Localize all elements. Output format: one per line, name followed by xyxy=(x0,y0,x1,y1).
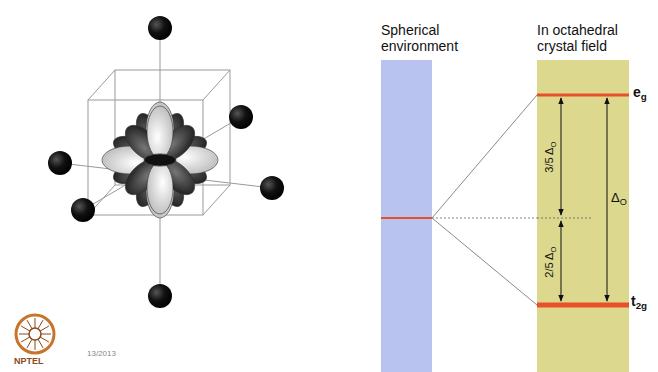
cube-outline xyxy=(88,70,230,215)
delta-o-label-box: ΔO xyxy=(610,190,628,207)
splitting-line xyxy=(432,95,537,218)
reference-dotted-line xyxy=(537,218,592,219)
t2g-level xyxy=(537,303,629,308)
d-orbital-lobes xyxy=(102,102,218,218)
delta-o-label: ΔO xyxy=(610,190,628,205)
energy-gap-arrow xyxy=(607,98,608,301)
logo-spoke xyxy=(40,337,49,342)
logo-spoke xyxy=(41,334,51,335)
orbital-lobe xyxy=(146,162,174,218)
logo-spoke xyxy=(40,326,49,331)
energy-levels xyxy=(381,60,432,372)
ligand-bonds xyxy=(60,28,272,296)
orbital-lobe xyxy=(147,162,173,214)
nptel-logo xyxy=(16,315,54,353)
logo-spoke xyxy=(19,334,29,335)
date-watermark: 13/2013 xyxy=(86,349,117,358)
eg-label: eg xyxy=(632,84,648,100)
orbital-ring xyxy=(144,154,176,166)
logo-spoke xyxy=(38,339,43,348)
date-watermark-box: 13/2013 xyxy=(86,349,117,358)
three-fifths-label: 3/5 ΔO xyxy=(544,140,556,173)
eg-level xyxy=(537,94,629,97)
t2g-label: t2g xyxy=(630,293,648,309)
ligand-spheres xyxy=(48,16,284,308)
logo-spoke xyxy=(38,320,43,329)
logo-spoke xyxy=(27,320,32,329)
orbital-lobe xyxy=(147,106,173,158)
two-fifths-label-box: 2/5 ΔO xyxy=(544,245,558,278)
logo-spoke xyxy=(35,340,36,350)
logo-spoke xyxy=(21,326,30,331)
nptel-text: NPTEL xyxy=(13,356,45,366)
logo-spoke xyxy=(21,337,30,342)
logo-spoke xyxy=(35,318,36,328)
eg-label-box: eg xyxy=(632,84,648,102)
three-fifths-label-box: 3/5 ΔO xyxy=(544,140,558,173)
nptel-text-box: NPTEL xyxy=(13,356,45,366)
energy-gap-arrow xyxy=(561,98,562,215)
octahedral-band: In octahedral crystal field xyxy=(537,60,629,372)
band-heading: In octahedral crystal field xyxy=(537,22,637,54)
spherical-band: Spherical environment xyxy=(381,60,432,372)
degenerate-level xyxy=(381,217,432,219)
band-heading: Spherical environment xyxy=(381,22,481,54)
reference-dotted-line xyxy=(432,218,537,219)
splitting-line xyxy=(432,218,537,305)
energy-gap-arrow xyxy=(561,221,562,301)
two-fifths-label: 2/5 ΔO xyxy=(544,245,556,278)
t2g-label-box: t2g xyxy=(630,293,648,311)
orbital-lobe xyxy=(146,102,174,158)
energy-levels xyxy=(537,60,629,372)
logo-spoke xyxy=(27,339,32,348)
